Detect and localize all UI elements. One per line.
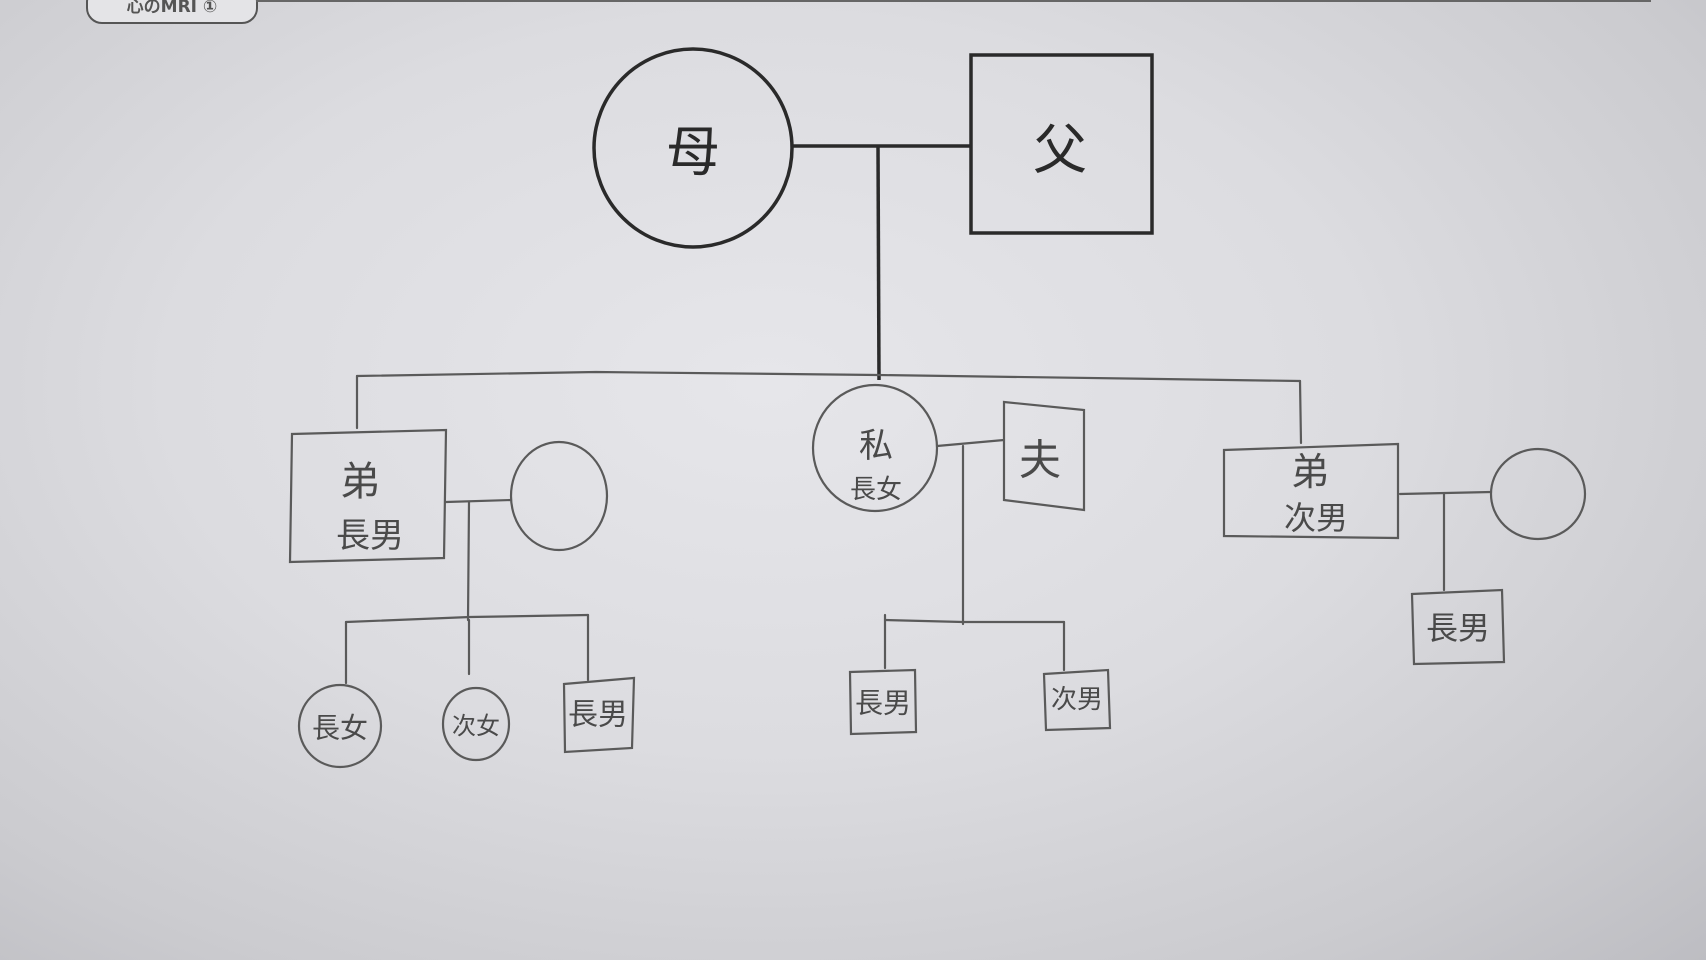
me-symbol bbox=[811, 383, 939, 513]
brother1-wife-symbol bbox=[509, 440, 609, 552]
marriage-line-brother2 bbox=[1398, 490, 1493, 496]
descent-line-parents bbox=[876, 145, 881, 381]
drop-brother2 bbox=[1298, 379, 1303, 445]
brother2-label-1: 弟 bbox=[1291, 450, 1329, 494]
b1-child2-label: 次女 bbox=[452, 712, 500, 740]
b1-child1-label: 長女 bbox=[312, 712, 368, 745]
marriage-line-me bbox=[935, 438, 1006, 448]
brother2-symbol bbox=[1222, 442, 1400, 540]
brother1-symbol bbox=[288, 428, 448, 564]
b1-child1-symbol bbox=[297, 683, 383, 769]
mother-label: 母 bbox=[666, 121, 720, 184]
children-line-me bbox=[883, 618, 1066, 624]
brother1-label-1: 弟 bbox=[340, 459, 380, 505]
me-label-1: 私 bbox=[859, 426, 893, 466]
me-child2-label: 次男 bbox=[1051, 685, 1103, 715]
me-child2-symbol bbox=[1042, 668, 1112, 732]
b2-child1-label: 長男 bbox=[1426, 609, 1490, 647]
me-child1-symbol bbox=[848, 668, 918, 736]
brother2-label-2: 次男 bbox=[1284, 499, 1348, 537]
marriage-line-brother1 bbox=[444, 498, 513, 504]
father-label: 父 bbox=[1033, 119, 1087, 182]
sibling-line bbox=[355, 370, 1302, 383]
me-child1-label: 長男 bbox=[855, 687, 911, 720]
b1-child3-symbol bbox=[562, 676, 636, 754]
mother-symbol bbox=[592, 47, 794, 249]
me-label-2: 長女 bbox=[850, 475, 902, 505]
brother2-wife-symbol bbox=[1489, 447, 1587, 541]
b1-child3-label: 長男 bbox=[568, 698, 628, 733]
father-symbol bbox=[969, 53, 1154, 235]
descent-line-brother1 bbox=[466, 500, 471, 622]
brother1-label-2: 長男 bbox=[336, 516, 404, 556]
header-rule bbox=[256, 0, 1651, 2]
b2-child1-symbol bbox=[1410, 588, 1506, 666]
b1-child2-symbol bbox=[441, 686, 511, 762]
section-tab: 心のMRI ① bbox=[86, 0, 258, 24]
husband-label: 夫 bbox=[1019, 436, 1061, 485]
husband-symbol bbox=[1002, 400, 1086, 512]
children-line-brother1 bbox=[344, 613, 590, 624]
